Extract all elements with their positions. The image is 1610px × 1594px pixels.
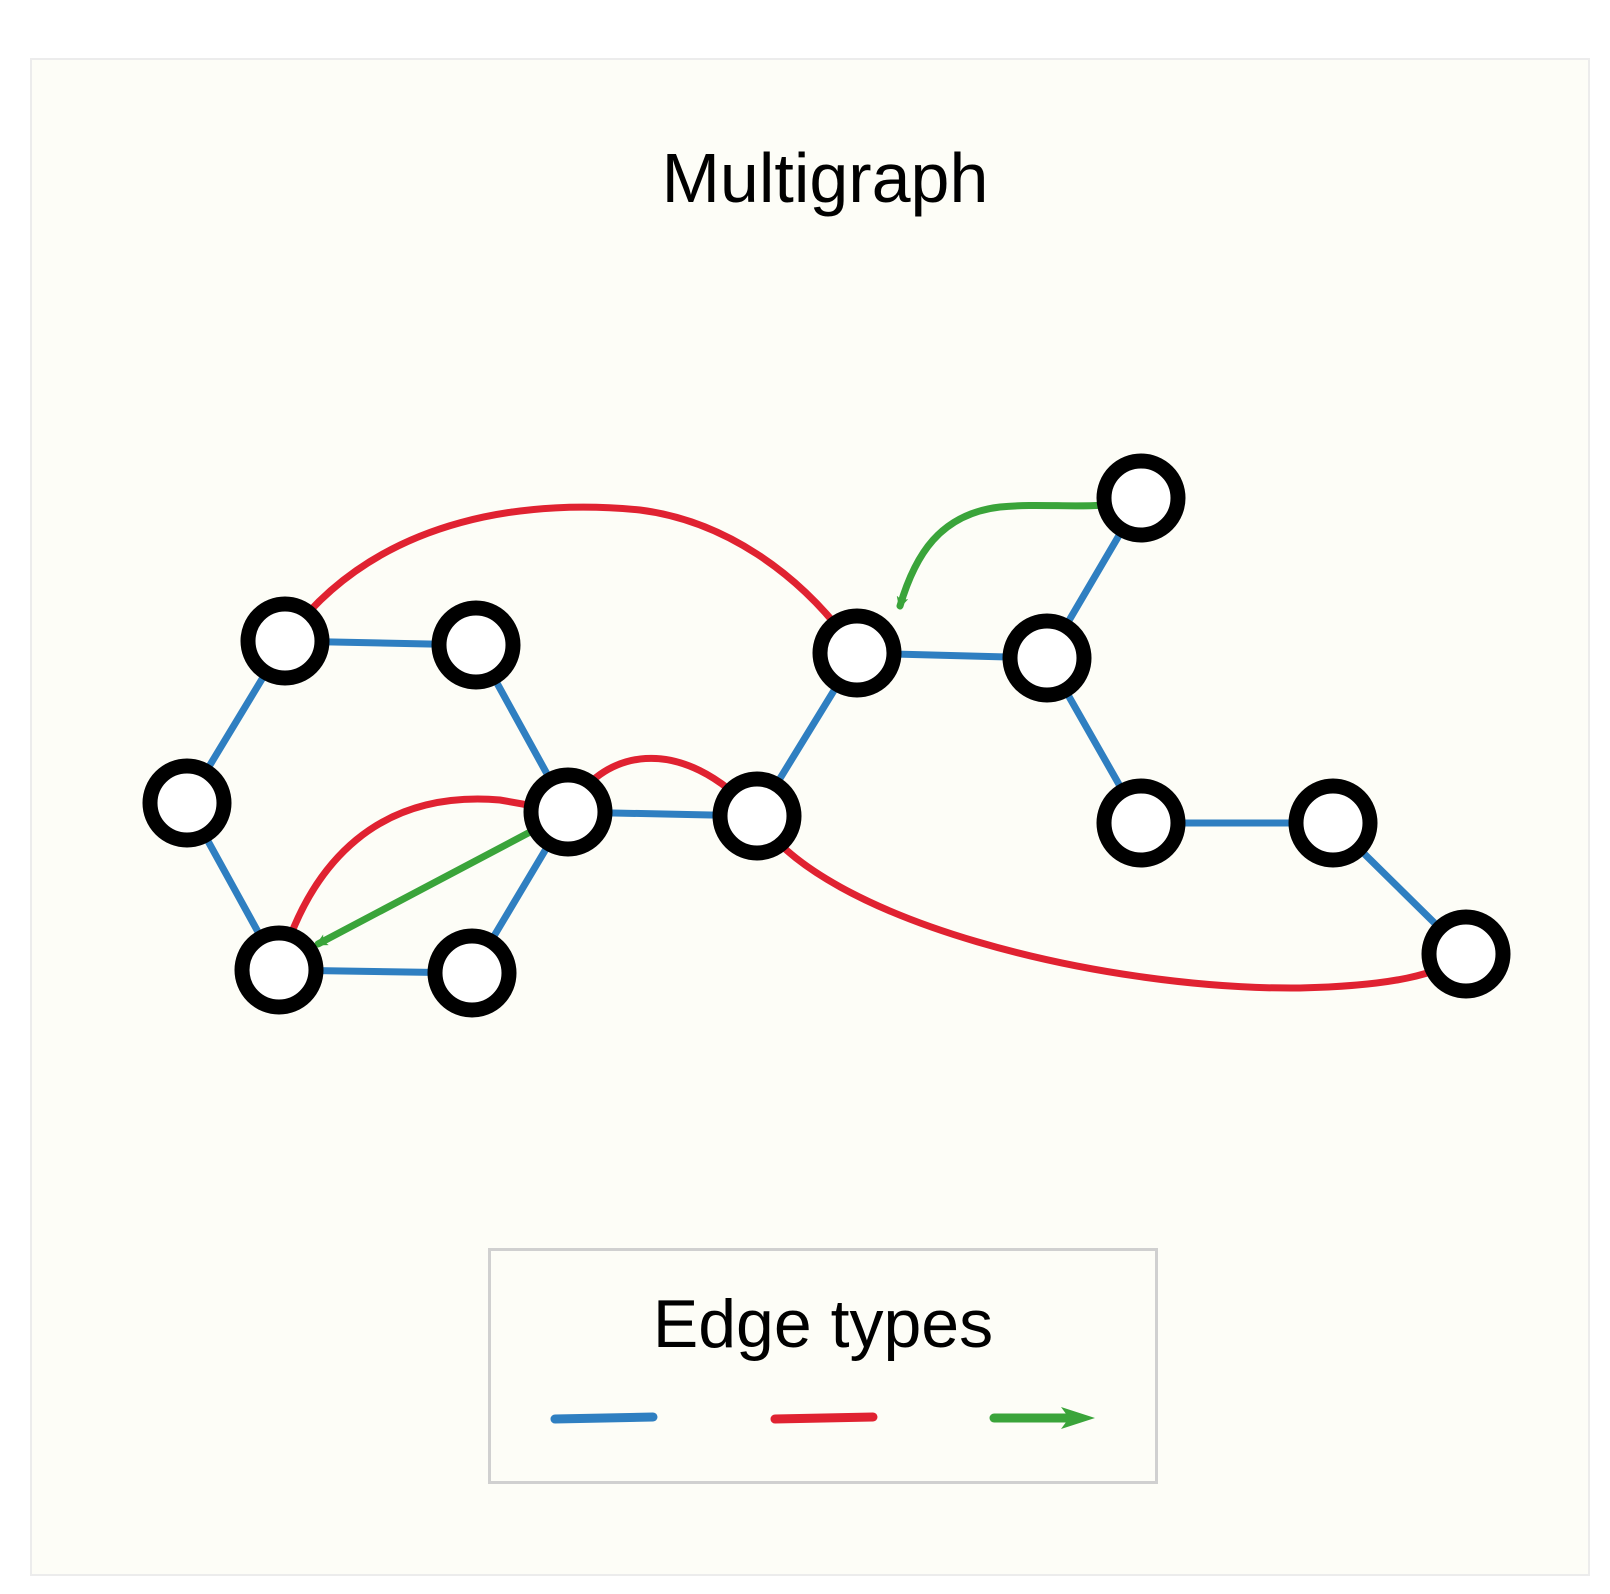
legend-box: Edge types — [488, 1248, 1158, 1484]
edge-red-n2-n8 — [281, 503, 861, 657]
edge-red-n4-n6 — [275, 795, 572, 974]
graph-node — [234, 925, 324, 1015]
graph-node — [1002, 613, 1092, 703]
graph-node — [712, 771, 802, 861]
graph-node — [1288, 778, 1378, 868]
graph-node — [812, 608, 902, 698]
edge-green-n6-n4 — [314, 808, 572, 948]
nodes-group — [142, 453, 1511, 1018]
graph-node — [1096, 778, 1186, 868]
legend-swatches — [550, 1407, 1095, 1429]
graph-node — [240, 596, 330, 686]
graph-node — [1096, 453, 1186, 543]
figure-title: Multigraph — [661, 139, 989, 217]
green-edges-group — [314, 494, 1145, 948]
blue-edges-group — [183, 494, 1470, 977]
graph-node — [431, 600, 521, 690]
edge-red-n7-n14 — [753, 812, 1470, 992]
graph-node — [142, 758, 232, 848]
legend-swatch-red — [770, 1412, 878, 1424]
legend-title: Edge types — [652, 1286, 994, 1362]
red-edges-group — [275, 503, 1470, 992]
graph-node — [1421, 909, 1511, 999]
graph-node — [523, 767, 613, 857]
graph-node — [427, 928, 517, 1018]
legend-swatch-blue — [550, 1412, 658, 1424]
